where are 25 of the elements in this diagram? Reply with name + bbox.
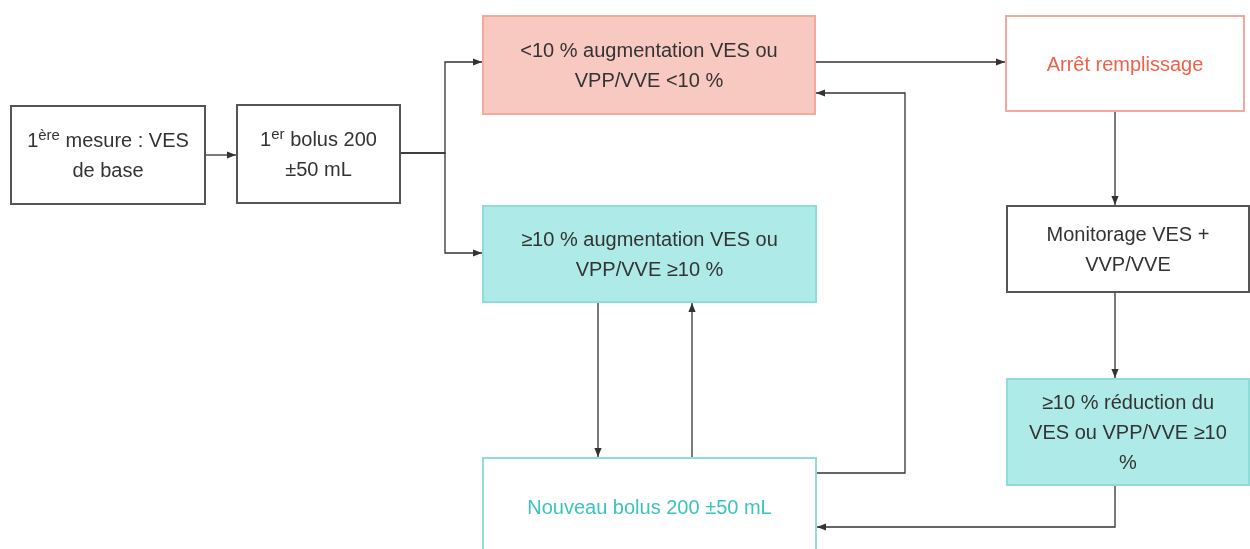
arrow xyxy=(815,89,906,474)
node-text: 1$^{ère}$ mesure : VES de base xyxy=(26,125,190,183)
result-box xyxy=(482,15,816,115)
arrow xyxy=(1111,111,1119,206)
node-text: <10 % augmentation VES ou VPP/VVE <10 % xyxy=(519,38,779,93)
node-text: Monitorage VES + VVP/VVE xyxy=(1045,222,1211,277)
node-text: ≥10 % augmentation VES ou VPP/VVE ≥10 % xyxy=(520,227,779,282)
node-text: ≥10 % réduction du VES ou VPP/VVE ≥10 % xyxy=(1028,390,1228,475)
node-text: Arrêt remplissage xyxy=(1046,51,1204,77)
arrow xyxy=(816,485,1116,531)
arrow xyxy=(688,302,696,458)
result-box xyxy=(482,205,817,303)
node-text: Nouveau bolus 200 ±50 mL xyxy=(527,495,772,520)
process-box xyxy=(1006,205,1250,293)
arrow xyxy=(815,58,1006,66)
result-box xyxy=(1006,378,1250,486)
arrow xyxy=(594,302,602,458)
stop-box xyxy=(1005,15,1245,112)
arrow xyxy=(400,152,483,257)
bolus-box xyxy=(482,457,817,549)
arrow xyxy=(205,151,237,159)
process-box xyxy=(236,104,401,204)
node-text: 1$^{er}$ bolus 200 ±50 mL xyxy=(259,124,378,182)
arrow xyxy=(1111,292,1119,379)
process-box xyxy=(10,105,206,205)
